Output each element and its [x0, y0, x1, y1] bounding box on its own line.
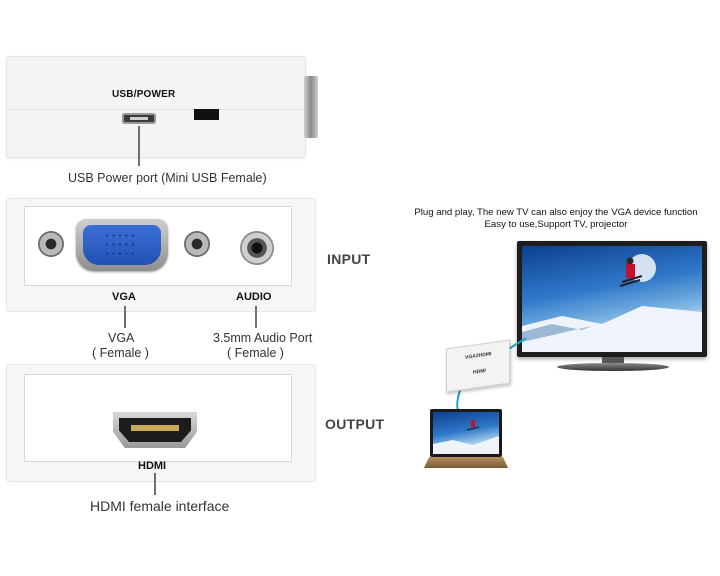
led-slot [194, 109, 219, 120]
usb-power-label: USB/POWER [112, 89, 176, 100]
hdmi-port-icon [113, 412, 197, 448]
audio-port-label: AUDIO [236, 291, 272, 303]
adapter-tag-2: HDMI [473, 367, 486, 376]
vga-port-label: VGA [112, 291, 136, 303]
laptop-skier-icon [433, 420, 499, 454]
audio-jack-icon [240, 231, 274, 265]
audio-callout-line [255, 306, 257, 328]
laptop-screen [433, 412, 499, 454]
illustration-line-2: Easy to use,Support TV, projector [484, 219, 628, 230]
vga-to-hdmi-adapter: VGA2HDMI HDMI [446, 339, 510, 393]
tv-image [517, 241, 707, 357]
tv-stand-base [557, 363, 669, 371]
hdmi-caption: HDMI female interface [90, 498, 230, 514]
mini-usb-port-icon [122, 113, 156, 124]
adapter-tag-1: VGA2HDMI [465, 351, 492, 361]
output-title: OUTPUT [325, 416, 385, 432]
usb-caption: USB Power port (Mini USB Female) [68, 171, 267, 185]
skier-scene-icon [522, 254, 702, 352]
left-screw-icon [38, 231, 64, 257]
illustration-text: Plug and play, The new TV can also enjoy… [396, 207, 716, 231]
right-screw-icon [184, 231, 210, 257]
input-title: INPUT [327, 251, 371, 267]
audio-caption-2: ( Female ) [227, 346, 284, 360]
usb-callout-line [138, 126, 140, 166]
vga-caption-2: ( Female ) [92, 346, 149, 360]
laptop-image [430, 409, 502, 457]
vga-caption-1: VGA [108, 331, 135, 345]
illustration-line-1: Plug and play, The new TV can also enjoy… [414, 207, 698, 218]
audio-caption-1: 3.5mm Audio Port [213, 331, 313, 345]
vga-side-cap [304, 76, 318, 138]
vga-callout-line [124, 306, 126, 328]
hdmi-callout-line [154, 473, 156, 495]
usb-panel [6, 56, 306, 158]
hdmi-port-label: HDMI [138, 460, 167, 472]
tv-stand [602, 357, 624, 363]
tv-screen [522, 246, 702, 352]
laptop-base [424, 457, 508, 468]
vga-port-icon: ••••••••••••••• [76, 219, 168, 271]
